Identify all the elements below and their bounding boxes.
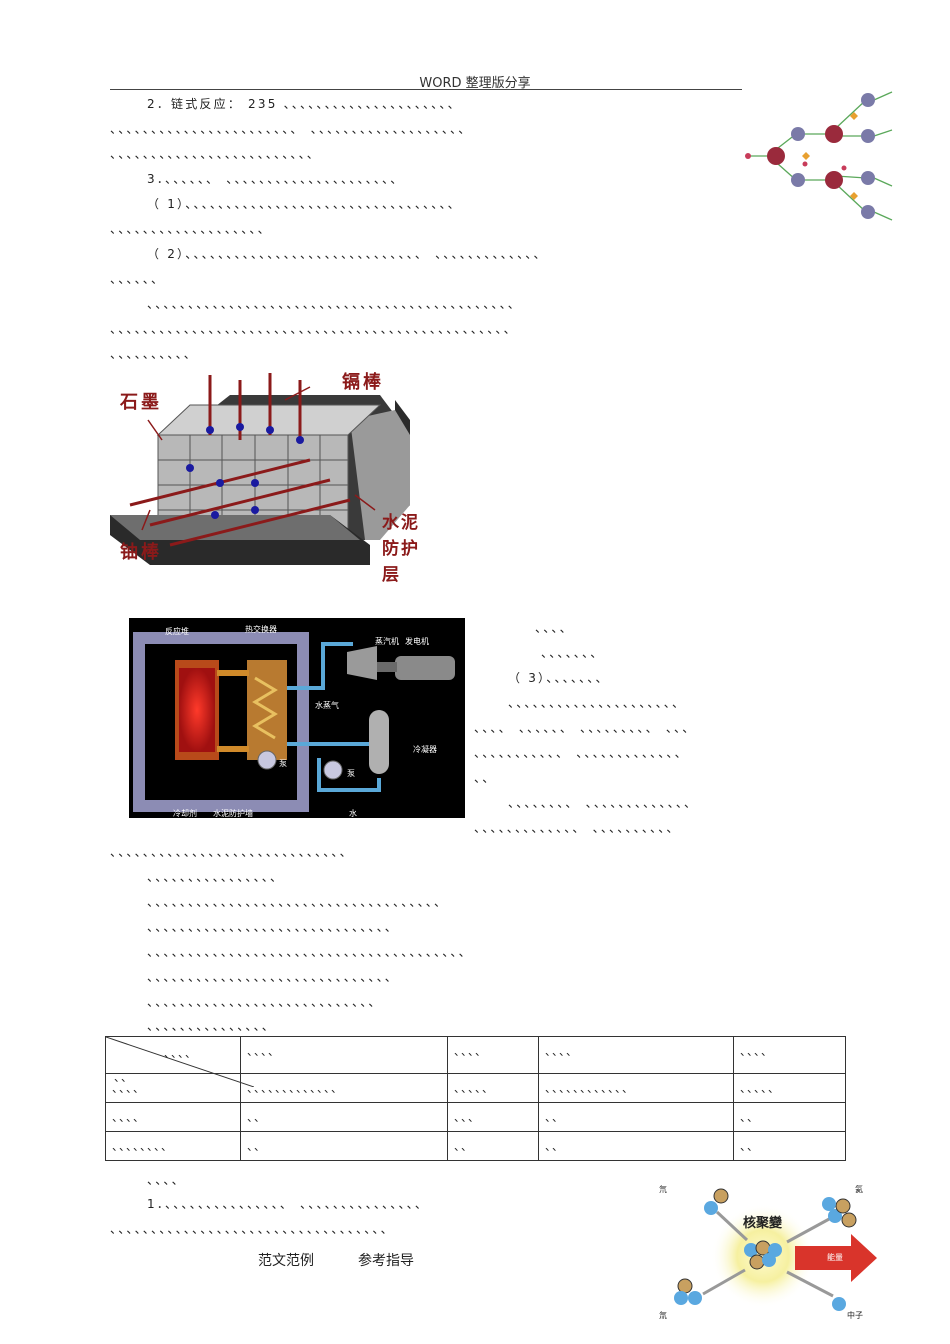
label-water: 水 [349, 809, 357, 818]
header-cell: 、、、、 [538, 1036, 734, 1074]
table-cell: 、、 [538, 1102, 734, 1132]
label-cement-wall: 水泥防护墙 [213, 809, 253, 818]
paragraph-line: 、、、、、、、、、、、、、、、、、、、、、、、、、 [110, 147, 322, 161]
side-paragraph-line: 、、、、、、、、、、、 、、、、、、、、、、、、、 [474, 746, 689, 760]
corner-bottom-label: 、、 [114, 1071, 134, 1084]
paragraph-line: 、、、、、、、、、、、、、、、、、、、 [110, 222, 272, 236]
table-header-row: 、、、、 、、 、、、、 、、、、 、、、、 、、、、 [105, 1036, 846, 1087]
side-paragraph-line: 、、、、、、、、、、、、、 、、、、、、、、、、 [474, 821, 681, 835]
paragraph-line: 、、、、、、、、、、、、、、、、、、、、、、、、、、、、、、、、、、 [110, 1222, 395, 1236]
table-cell: 、、 [733, 1102, 846, 1132]
paragraph-line: 3．、、、、、、 、、、、、、、、、、、、、、、、、、、、、 [147, 172, 405, 186]
chain-reaction-diagram [745, 91, 893, 221]
label-reactor: 反应堆 [165, 627, 189, 636]
reactor-core-diagram [110, 373, 410, 565]
side-paragraph-line: 、、、、 [535, 621, 574, 635]
label-cement-wall-1: 水泥 [382, 513, 420, 533]
paragraph-line: 、、、、、、、、、、、、、、、、、、、、、、、、、、、、、、、、、、、、、、、、… [147, 297, 523, 311]
label-turbine: 蒸汽机 [375, 637, 399, 646]
header-cell: 、、、、 [447, 1036, 539, 1074]
table-cell: 、、 [447, 1131, 539, 1161]
fusion-deuterium-label: 氘 [659, 1185, 667, 1194]
table-cell: 、、 [538, 1131, 734, 1161]
power-plant-diagram: 反应堆 热交换器 蒸汽机 发电机 水蒸气 冷凝器 泵 泵 冷却剂 水泥防护墙 水 [129, 618, 465, 818]
footer-right: 参考指导 [358, 1253, 414, 1269]
paragraph-line: 、、、、、、、、、、、、、、、、、、、、、、、、、、、、、、 [147, 920, 400, 934]
table-row: 、、、、 、、、、、、、、、、、、、 、、、、、 、、、、、、、、、、、、 、、… [105, 1073, 846, 1103]
table-corner-cell: 、、、、 、、 [105, 1036, 254, 1087]
header-cell: 、、、、 [733, 1036, 846, 1074]
fusion-neutron-label: 中子 [847, 1311, 863, 1320]
nuclear-fusion-diagram: 核聚變 能量 氘 氦 氚 中子 [655, 1182, 885, 1322]
side-paragraph-line: 、、、、 、、、、、、 、、、、、、、、、 、、、 [474, 721, 697, 735]
label-heat-exchanger: 热交换器 [245, 625, 277, 634]
label-pump-1: 泵 [279, 759, 287, 768]
table-row: 、、、、 、、 、、、 、、 、、 [105, 1102, 846, 1132]
side-paragraph-line: 、、、、、、、、 、、、、、、、、、、、、、 [508, 796, 699, 810]
side-paragraph-line: （ 3）、、、、、、、 [508, 671, 610, 685]
table-cell: 、、、、 [105, 1102, 241, 1132]
paragraph-line: 、、、、、、、、、、、、、、、、、、、、、、、、、、、、、、、、、、、、 [147, 895, 449, 909]
table-cell: 、、 [240, 1102, 448, 1132]
label-condenser: 冷凝器 [413, 745, 437, 754]
paragraph-line: （ 2）、、、、、、、、、、、、、、、、、、、、、、、、、、、、、 、、、、、、… [147, 247, 548, 261]
label-graphite: 石墨 [120, 392, 162, 413]
table-cell: 、、 [240, 1131, 448, 1161]
paragraph-line: 1．、、、、、、、、、、、、、、、 、、、、、、、、、、、、、、、 [147, 1197, 430, 1211]
corner-top-label: 、、、、 [164, 1047, 198, 1060]
paragraph-line: 、、、、 [147, 1173, 186, 1187]
fusion-energy-label: 能量 [827, 1253, 843, 1262]
fusion-title: 核聚變 [743, 1216, 783, 1231]
side-paragraph-line: 、、、、、、、、、、、、、、、、、、、、、 [508, 696, 687, 710]
header-rule [110, 89, 742, 90]
paragraph-line: 、、、、、、、、、、、、、、、、 [147, 870, 285, 884]
label-generator: 发电机 [405, 637, 429, 646]
paragraph-line: 、、、、、、、、、、、、、、、、、、、、、、、、、、、、、、、、、、、、、、、、… [110, 322, 518, 336]
paragraph-line: （ 1）、、、、、、、、、、、、、、、、、、、、、、、、、、、、、、、、、 [147, 197, 462, 211]
header-cell: 、、、、 [240, 1036, 448, 1074]
table-cell: 、、、、、、、、、、、、 [538, 1073, 734, 1103]
paragraph-line: 、、、、、、、、、、、、、、、、、、、、、、、、、、、、、、、、、、、、、、、 [147, 945, 473, 959]
label-uranium-rod: 铀棒 [120, 542, 162, 563]
side-paragraph-line: 、、、、、、、 [541, 646, 605, 660]
label-steam: 水蒸气 [315, 701, 339, 710]
comparison-table: 、、、、 、、 、、、、 、、、、 、、、、 、、、、 、、、、 、、、、、、、… [105, 1036, 846, 1161]
label-cement-wall-2: 防护 [382, 539, 420, 559]
table-cell: 、、、、、 [447, 1073, 539, 1103]
table-row: 、、、、、、、、 、、 、、 、、 、、 [105, 1131, 846, 1161]
footer-left: 范文范例 [258, 1253, 314, 1269]
paragraph-line: 、、、、、、、、、、 [110, 347, 199, 361]
table-cell: 、、、、、、、、 [105, 1131, 241, 1161]
label-cadmium-rod: 镉棒 [342, 372, 384, 393]
page-header-title: WORD 整理版分享 [419, 76, 531, 91]
paragraph-line: 、、、、、、、、、、、、、、、、、、、、、、、、、、、、 [147, 995, 383, 1009]
table-cell: 、、、、、 [733, 1073, 846, 1103]
paragraph-line: 、、、、、、、、、、、、、、、 [147, 1019, 277, 1033]
table-cell: 、、、 [447, 1102, 539, 1132]
paragraph-line: 、、、、、、、、、、、、、、、、、、、、、、、、、、、、、 [110, 845, 354, 859]
side-paragraph-line: 、、 [474, 771, 497, 785]
label-pump-2: 泵 [347, 769, 355, 778]
fusion-helium-label: 氦 [855, 1185, 863, 1194]
label-cement-wall-3: 层 [382, 565, 399, 585]
paragraph-line: 、、、、、、、、、、、、、、、、、、、、、、、、、、、、、、 [147, 970, 400, 984]
table-cell: 、、、、、、、、、、、、、 [240, 1073, 448, 1103]
fusion-tritium-label: 氚 [659, 1311, 667, 1320]
paragraph-line: 、、、、、、 [110, 272, 166, 286]
paragraph-line: 2．链式反应： 235 、、、、、、、、、、、、、、、、、、、、、 [147, 97, 462, 111]
label-coolant: 冷却剂 [173, 809, 197, 818]
paragraph-line: 、、、、、、、、、、、、、、、、、、、、、、、 、、、、、、、、、、、、、、、、… [110, 122, 473, 136]
table-cell: 、、 [733, 1131, 846, 1161]
